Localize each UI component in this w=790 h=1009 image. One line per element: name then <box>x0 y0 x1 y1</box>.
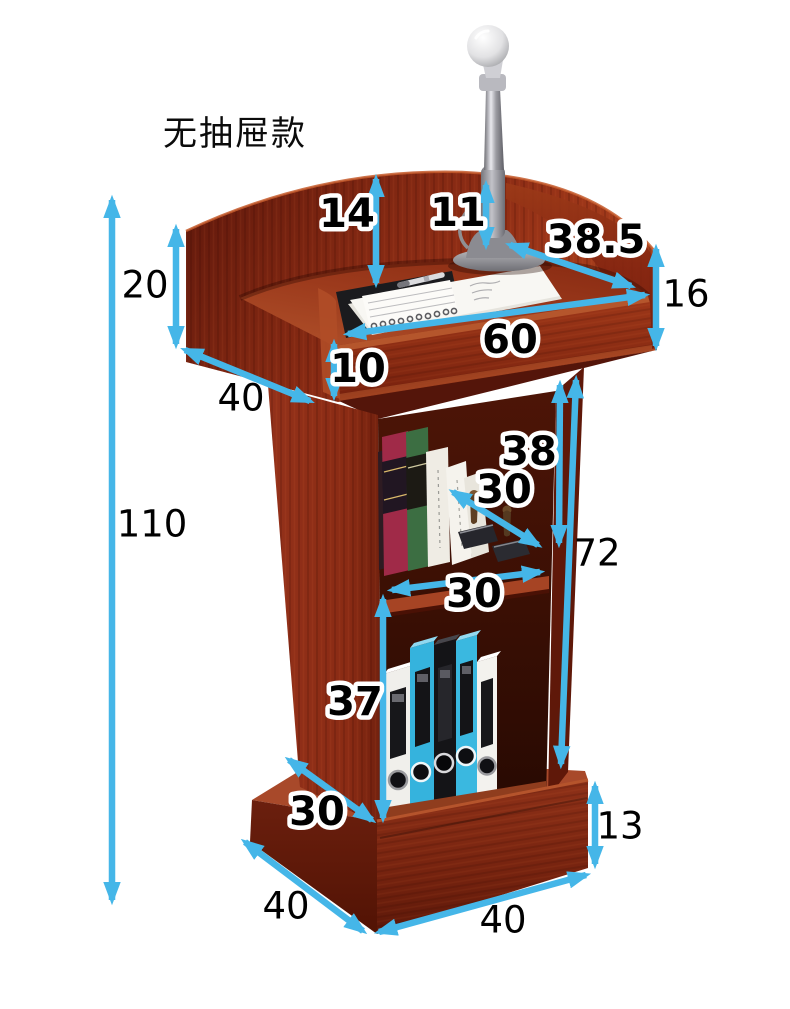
binder-white-1-hole <box>387 769 409 791</box>
book-white-1-text <box>437 469 441 549</box>
dimension-label-base-top-depth: 30 <box>289 789 345 835</box>
dimension-label-base-depth: 40 <box>262 885 309 928</box>
dimension-arrow-shelf-width <box>386 565 546 597</box>
mic-stem <box>484 88 504 170</box>
binder-white-2-hole <box>477 756 497 776</box>
book-red-gold-line2 <box>383 493 409 501</box>
dimension-arrow-base-top-depth <box>284 756 377 824</box>
dimension-label-base-width: 40 <box>479 899 526 942</box>
dimension-label-back-panel-height: 14 <box>319 191 375 237</box>
dimension-label-total-height: 110 <box>117 503 188 546</box>
dimension-label-apron-height: 10 <box>330 346 386 392</box>
dimension-arrow-desk-diagonal <box>505 241 636 290</box>
binder-white-1-label <box>390 687 406 759</box>
dimension-label-desk-width: 60 <box>482 317 538 363</box>
binder-cyan-1-label-tab <box>417 674 428 682</box>
pedestal-left-grain <box>268 385 382 826</box>
binder-cyan-1-top <box>410 636 438 648</box>
book-red-gold-line <box>383 465 409 473</box>
binder-white-1-label-tab <box>392 694 404 702</box>
dimension-arrow-base-width <box>373 871 592 936</box>
dimension-arrow-top-depth <box>180 346 315 405</box>
dimension-arrow-pedestal-height <box>552 374 585 770</box>
dimension-arrow-upper-compartment-height <box>550 379 569 549</box>
book-red-band <box>382 456 409 514</box>
dimension-label-desk-front-height: 16 <box>662 273 709 316</box>
dimension-arrow-base-depth <box>240 838 368 935</box>
dimension-label-top-depth: 40 <box>217 377 264 420</box>
dimension-label-shelf-width: 30 <box>446 571 502 617</box>
binder-cyan-2-label <box>460 660 473 736</box>
binder-cyan-2-label-tab <box>462 666 471 674</box>
binder-black-hole <box>433 752 455 774</box>
dimension-label-top-side-height: 20 <box>121 264 168 307</box>
binder-white-2-top <box>477 651 501 662</box>
dimension-label-upper-compartment-height: 38 <box>501 429 557 475</box>
tray-top-edge-highlight <box>185 170 658 255</box>
apron-bottom-lip <box>339 345 652 401</box>
dimension-arrow-shelf-depth-diagonal <box>448 489 543 548</box>
mic-ball-shine <box>474 29 490 40</box>
binder-black-top <box>434 634 460 645</box>
binder-white-2-label <box>481 678 493 748</box>
base-top-lip <box>376 778 589 823</box>
dimension-label-desk-diagonal: 38.5 <box>547 217 646 263</box>
binder-black-label <box>438 664 452 742</box>
base-seam <box>379 797 588 839</box>
dimension-label-base-height: 13 <box>596 805 643 848</box>
book-white-1 <box>426 447 450 567</box>
pen <box>397 272 445 288</box>
dimension-label-pedestal-height: 72 <box>573 532 620 575</box>
binder-cyan-2-top <box>456 630 481 641</box>
binders <box>384 630 501 820</box>
dimension-label-shelf-depth-diagonal: 30 <box>476 467 532 513</box>
book-green-gold-line <box>407 462 429 469</box>
binder-cyan-1-label <box>415 667 430 747</box>
dimension-label-lower-compartment-height: 37 <box>327 679 383 725</box>
binder-cyan-1-hole <box>410 761 432 783</box>
desk-underside <box>339 351 652 419</box>
mic-joint <box>479 74 506 91</box>
book-green-band <box>406 453 429 510</box>
binder-cyan-2-hole <box>455 745 477 767</box>
dimension-label-mic-base-height: 11 <box>430 190 486 236</box>
variant-title: 无抽屉款 <box>163 114 307 154</box>
dimension-arrow-desk-width <box>342 288 651 341</box>
binder-black-label-tab <box>440 670 450 678</box>
